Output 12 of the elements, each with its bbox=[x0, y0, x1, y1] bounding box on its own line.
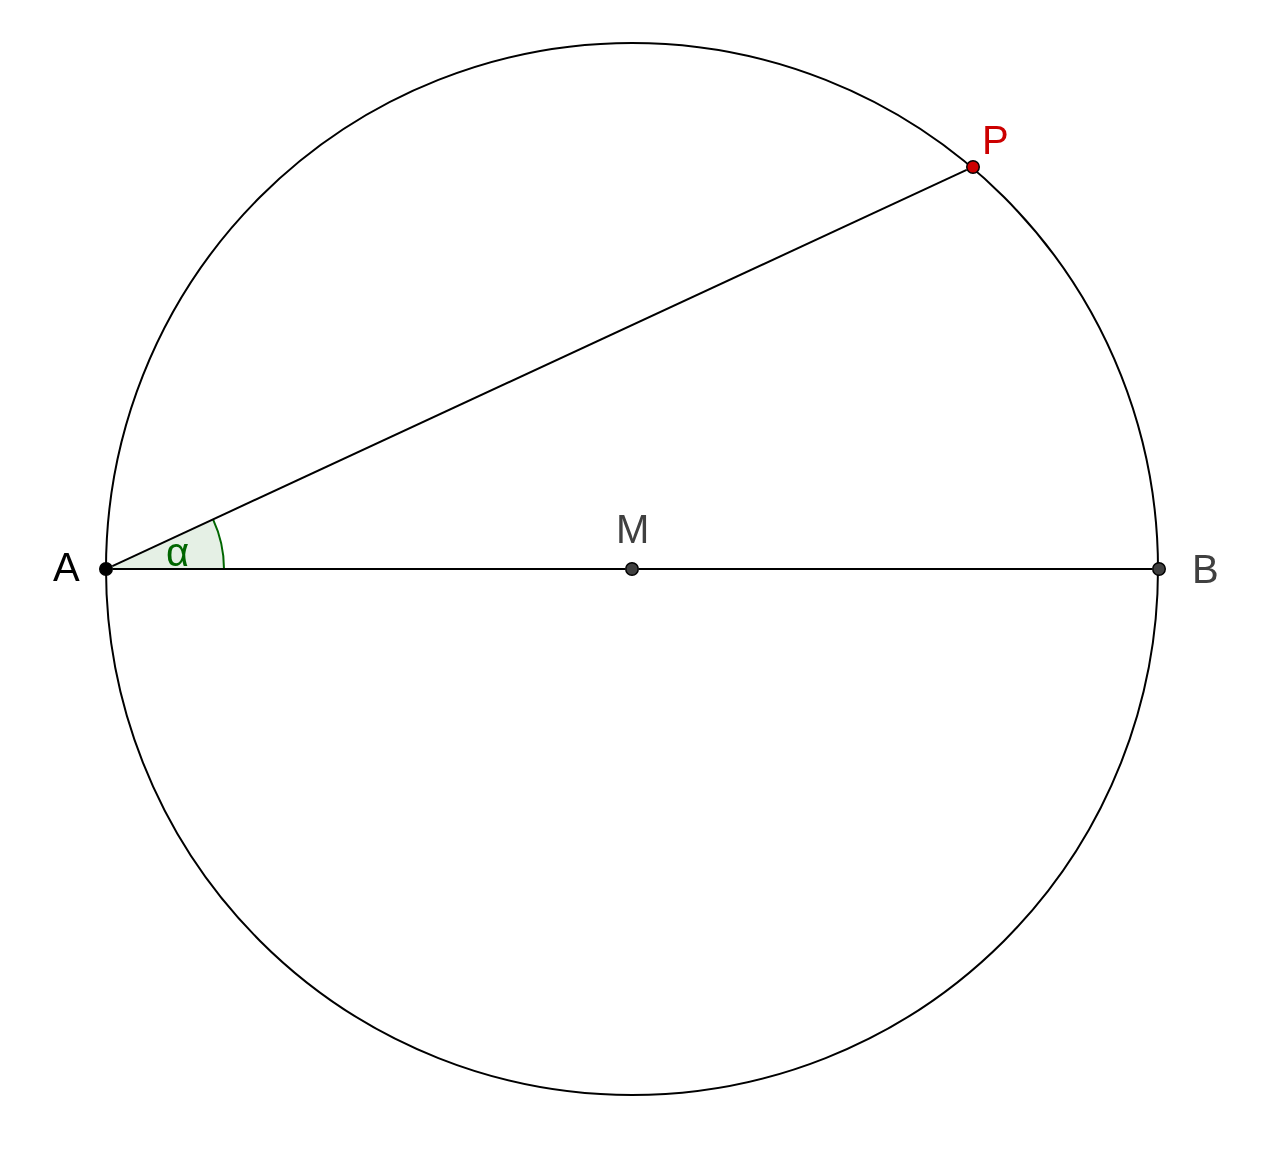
point-label: P bbox=[982, 118, 1009, 162]
point-label: M bbox=[616, 507, 650, 551]
point-marker bbox=[625, 562, 639, 576]
point-label: B bbox=[1192, 547, 1219, 591]
point-marker bbox=[966, 160, 980, 174]
line-segment bbox=[112, 568, 626, 570]
point-marker bbox=[99, 562, 113, 576]
point-marker bbox=[1152, 562, 1166, 576]
line-segment bbox=[111, 168, 968, 568]
point-label: A bbox=[53, 545, 80, 589]
line-segment bbox=[638, 568, 1153, 570]
angle-label: α bbox=[166, 530, 190, 574]
